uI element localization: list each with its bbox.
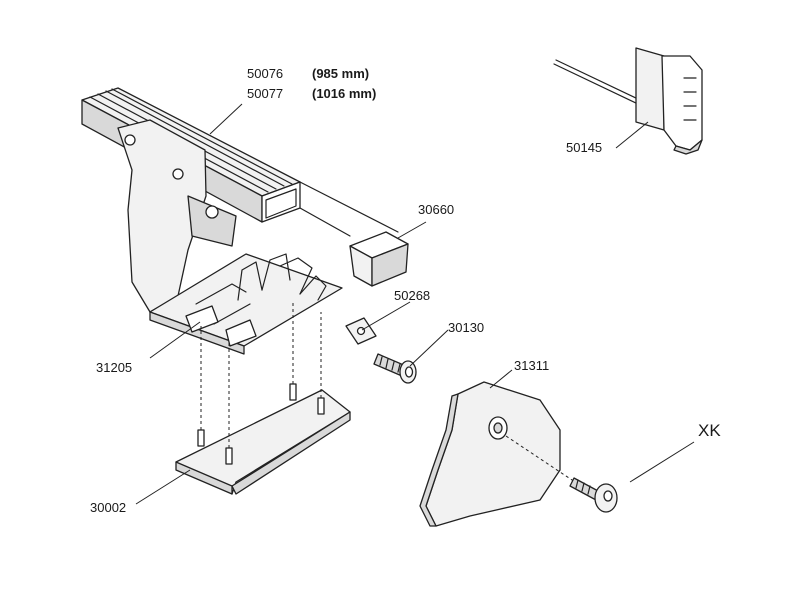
callout-bolt: 30130: [448, 320, 484, 335]
callout-bar-b: 50077: [247, 86, 283, 101]
square-nut: [345, 317, 377, 345]
callout-tool: 50145: [566, 140, 602, 155]
callout-bar-b-length: (1016 mm): [312, 86, 376, 101]
end-cap: [349, 231, 409, 287]
leader-lines: [135, 103, 695, 505]
callout-end-cap: 30660: [418, 202, 454, 217]
foot-bracket: [117, 119, 343, 355]
callout-bar-a-length: (985 mm): [312, 66, 369, 81]
callout-pad: 30002: [90, 500, 126, 515]
hex-tool: [553, 47, 703, 155]
lock-key: [569, 477, 618, 513]
callout-key: XK: [698, 421, 721, 440]
callout-cover: 31311: [514, 358, 549, 373]
callout-labels: 50076 (985 mm) 50077 (1016 mm) 30660 501…: [90, 66, 721, 515]
callout-bar-a: 50076: [247, 66, 283, 81]
callout-nut: 50268: [394, 288, 430, 303]
bolt: [373, 353, 417, 384]
end-cover: [419, 381, 579, 527]
callout-foot: 31205: [96, 360, 132, 375]
